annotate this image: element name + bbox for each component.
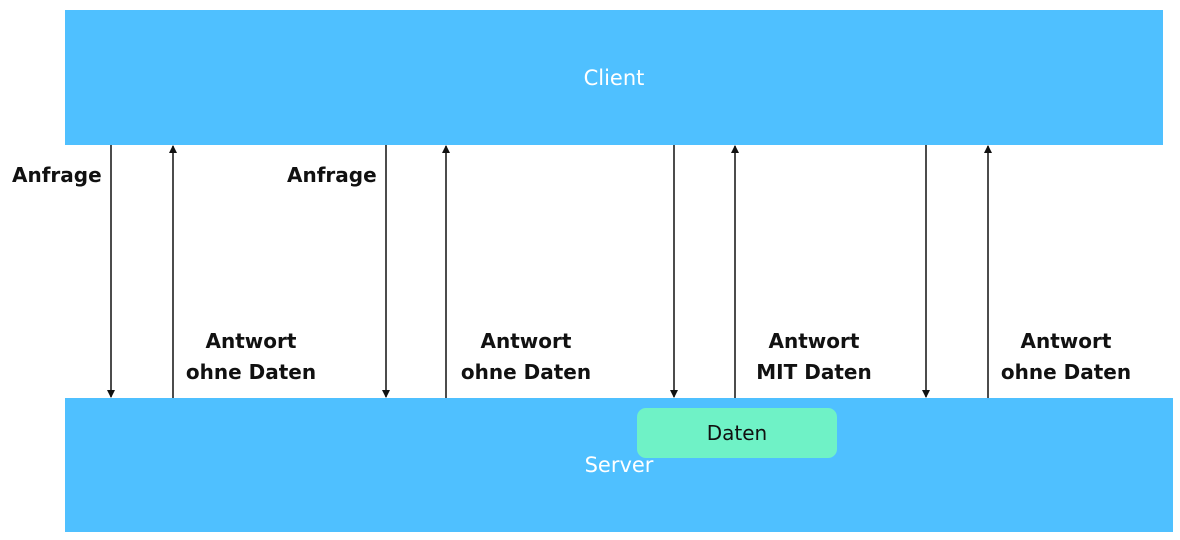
response-label-line1: Antwort xyxy=(480,329,572,353)
client-box: Client xyxy=(65,10,1163,145)
response-label-line2: ohne Daten xyxy=(1000,360,1132,384)
response-label-line2: MIT Daten xyxy=(756,360,872,384)
response-label-line2: ohne Daten xyxy=(185,360,317,384)
data-box: Daten xyxy=(637,408,837,458)
data-box-label: Daten xyxy=(706,421,768,445)
response-label: Antwort ohne Daten xyxy=(451,326,601,388)
request-label: Anfrage xyxy=(287,163,377,187)
response-label-line1: Antwort xyxy=(1020,329,1112,353)
client-label: Client xyxy=(583,65,645,90)
response-label-line1: Antwort xyxy=(768,329,860,353)
request-label: Anfrage xyxy=(12,163,102,187)
response-label: Antwort ohne Daten xyxy=(176,326,326,388)
response-label-line1: Antwort xyxy=(205,329,297,353)
response-label: Antwort ohne Daten xyxy=(991,326,1141,388)
response-label: Antwort MIT Daten xyxy=(739,326,889,388)
response-label-line2: ohne Daten xyxy=(460,360,592,384)
